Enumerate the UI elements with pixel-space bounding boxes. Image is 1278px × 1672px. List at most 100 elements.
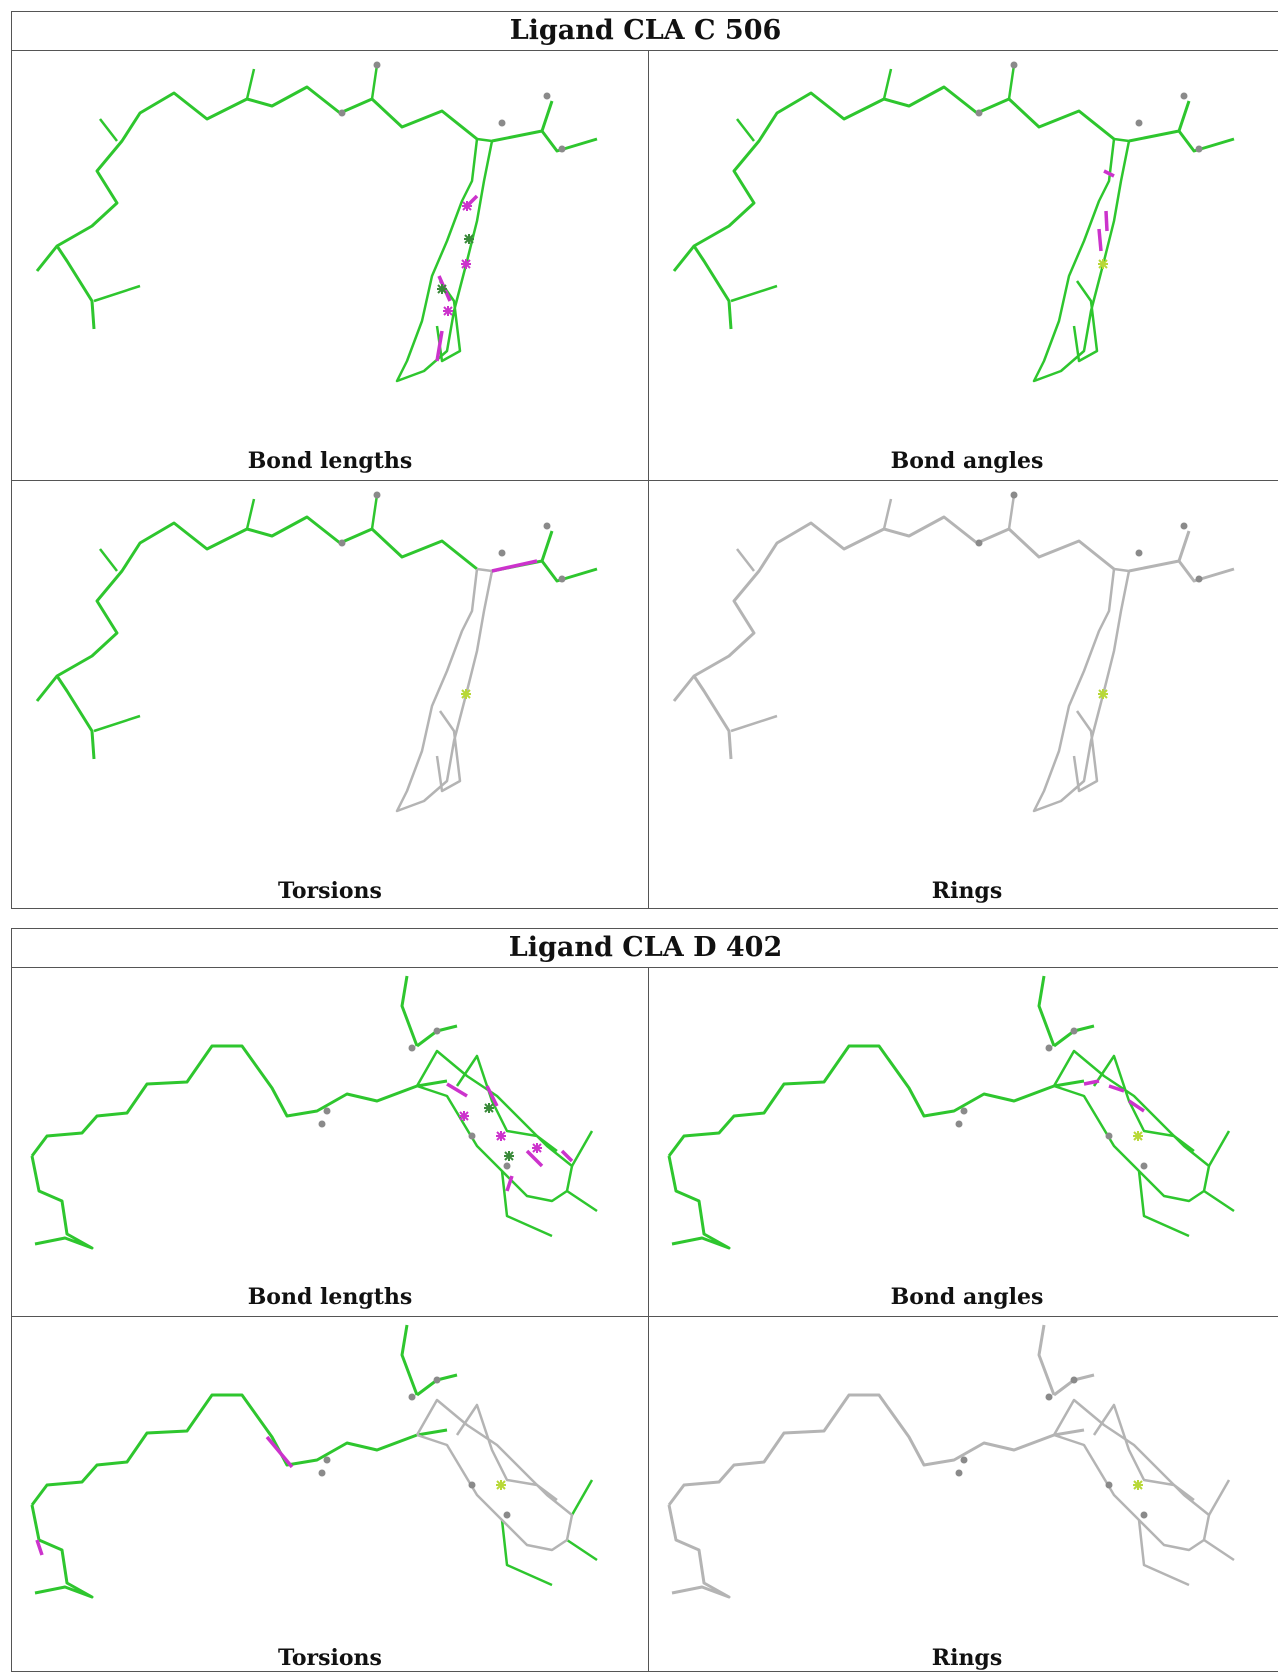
ligand-title: Ligand CLA C 506	[12, 12, 1278, 51]
bond	[370, 494, 379, 530]
molecule-image	[672, 491, 1235, 813]
bond	[1207, 1479, 1231, 1516]
bond	[672, 85, 1115, 272]
atom	[1135, 549, 1143, 557]
outlier-bond	[1104, 210, 1109, 232]
atom	[433, 1027, 441, 1035]
ring-bond	[395, 137, 494, 383]
marker-icon	[459, 1111, 469, 1121]
atom	[1070, 1376, 1078, 1384]
ring-bond	[455, 1054, 558, 1152]
bond	[566, 1189, 598, 1213]
bond	[93, 714, 141, 733]
atom	[318, 1469, 326, 1477]
bond	[370, 64, 379, 100]
atom	[975, 539, 983, 547]
bond	[500, 1170, 553, 1238]
bond	[55, 245, 96, 330]
atom	[498, 119, 506, 127]
ring-bond	[1092, 1054, 1195, 1152]
bond	[1203, 1189, 1235, 1213]
molecule-image	[667, 975, 1235, 1250]
panel-caption: Bond lengths	[247, 448, 413, 474]
atom	[960, 1456, 968, 1464]
bond	[736, 548, 755, 572]
outlier-bond	[491, 559, 538, 573]
bond	[35, 515, 478, 702]
outlier-bond	[1103, 169, 1115, 178]
bond	[667, 1504, 731, 1599]
marker-icon	[496, 1131, 506, 1141]
marker-icon	[532, 1143, 542, 1153]
atom	[1010, 491, 1018, 499]
atom	[955, 1469, 963, 1477]
bond	[566, 1538, 598, 1562]
marker-icon	[504, 1151, 514, 1161]
panel-caption: Torsions	[278, 878, 382, 904]
ring-bond	[1032, 137, 1131, 383]
bond	[672, 515, 1115, 702]
atom	[960, 1107, 968, 1115]
divider	[648, 50, 649, 908]
bond	[1177, 560, 1235, 583]
atom	[1180, 92, 1188, 100]
molecule-image	[35, 491, 598, 813]
divider	[12, 480, 1278, 481]
marker-icon	[462, 201, 472, 211]
atom	[498, 549, 506, 557]
ring-bond	[455, 1403, 558, 1501]
panel-caption: Bond lengths	[247, 1284, 413, 1310]
atom	[558, 145, 566, 153]
bond	[30, 1044, 448, 1157]
bond	[1037, 1324, 1056, 1396]
atom	[408, 1393, 416, 1401]
outlier-bond	[485, 1085, 499, 1107]
atom	[318, 1120, 326, 1128]
atom	[1045, 1044, 1053, 1052]
marker-icon	[1133, 1131, 1143, 1141]
outlier-bond	[1083, 1079, 1100, 1086]
molecule-image	[30, 1324, 598, 1599]
atom	[323, 1456, 331, 1464]
outlier-bond	[265, 1435, 294, 1469]
ring-bond	[1092, 1403, 1195, 1501]
outlier-bond	[560, 1149, 574, 1163]
bond	[1007, 64, 1016, 100]
outlier-bond	[435, 330, 444, 362]
bond	[30, 1504, 94, 1599]
atom	[1135, 119, 1143, 127]
marker-icon	[1098, 689, 1108, 699]
outlier-bond	[525, 1149, 544, 1168]
outlier-bond	[1097, 228, 1103, 252]
atom	[503, 1162, 511, 1170]
atom	[338, 109, 346, 117]
atom	[373, 491, 381, 499]
atom	[1070, 1027, 1078, 1035]
bond	[882, 498, 893, 530]
panel-bond-lengths: Bond lengths	[12, 51, 648, 480]
divider	[12, 1316, 1278, 1317]
ring-bond	[1032, 567, 1131, 813]
bond	[30, 1393, 448, 1506]
atom	[503, 1511, 511, 1519]
panel-caption: Rings	[931, 878, 1003, 904]
bond	[667, 1044, 1085, 1157]
bond	[570, 1130, 594, 1167]
outlier-bond	[1108, 1084, 1125, 1093]
ring-bond	[435, 710, 462, 793]
bond	[1007, 494, 1016, 530]
panel-caption: Rings	[931, 1645, 1003, 1671]
bond	[1137, 1519, 1190, 1587]
marker-icon	[496, 1480, 506, 1490]
bond	[500, 1519, 553, 1587]
bond	[667, 1155, 731, 1250]
outlier-bond	[1128, 1099, 1145, 1113]
atom	[543, 92, 551, 100]
bond	[99, 118, 118, 142]
bond	[245, 498, 256, 530]
panel-torsions: Torsions	[12, 481, 648, 910]
ring-bond	[415, 1049, 574, 1203]
ring-bond	[1052, 1398, 1211, 1552]
marker-icon	[437, 284, 447, 294]
outlier-bond	[505, 1175, 514, 1192]
